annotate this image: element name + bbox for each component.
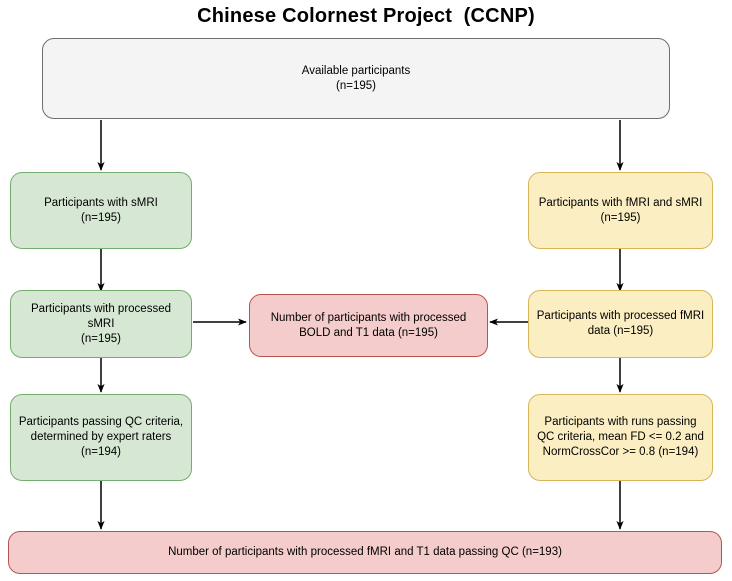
node-available-participants[interactable]: Available participants (n=195) [42, 38, 670, 119]
node-participants-with-processed-smri[interactable]: Participants with processed sMRI (n=195) [10, 290, 192, 358]
node-participants-passing-qc-criteria[interactable]: Participants passing QC criteria, determ… [10, 394, 192, 481]
node-participants-with-fmri-and-smri[interactable]: Participants with fMRI and sMRI (n=195) [528, 172, 713, 249]
node-participants-with-runs-passing-qc[interactable]: Participants with runs passing QC criter… [528, 394, 713, 481]
node-number-processed-fmri-t1-passing-qc[interactable]: Number of participants with processed fM… [8, 531, 722, 574]
node-participants-with-processed-fmri[interactable]: Participants with processed fMRI data (n… [528, 290, 713, 358]
page-title: Chinese Colornest Project (CCNP) [197, 5, 535, 27]
node-participants-with-smri[interactable]: Participants with sMRI (n=195) [10, 172, 192, 249]
node-number-processed-bold-and-t1[interactable]: Number of participants with processed BO… [249, 294, 488, 357]
